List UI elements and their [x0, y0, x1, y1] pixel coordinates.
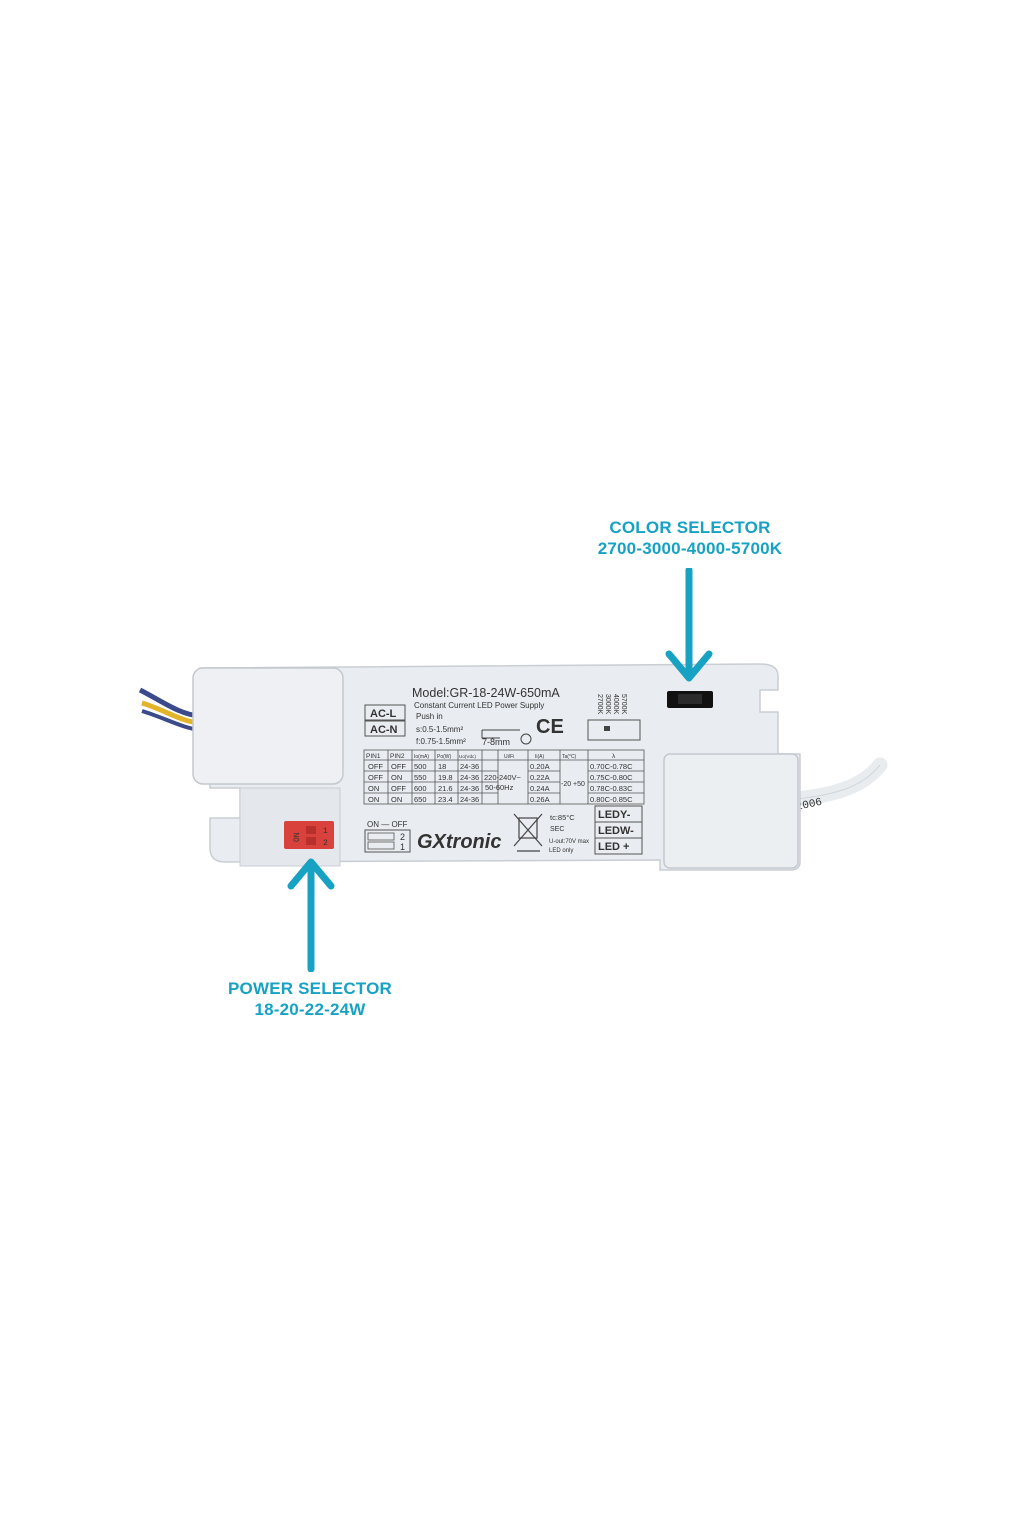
th-po: Po(W)	[437, 754, 452, 760]
r4-po: 23.4	[438, 795, 453, 804]
dip-label-on: ON	[293, 832, 302, 842]
color-selector-values: 2700-3000-4000-5700K	[597, 539, 783, 558]
switch-on-off: ON — OFF	[367, 820, 408, 829]
th-lambda: λ	[612, 753, 616, 760]
enec-icon	[520, 733, 532, 745]
output-cable	[782, 757, 888, 808]
switch-legend-1: 1	[400, 842, 405, 852]
r1-io: 500	[414, 762, 427, 771]
up-arrow-icon	[287, 858, 335, 972]
tc-rating: tc:85°C	[550, 813, 575, 822]
weee-icon	[513, 813, 543, 852]
r1-uo: 24-36	[460, 762, 479, 771]
driver-housing	[192, 663, 801, 871]
push-in: Push in	[416, 712, 443, 721]
power-selector-callout: POWER SELECTOR 18-20-22-24W	[200, 978, 420, 1020]
power-selector-title: POWER SELECTOR	[227, 979, 392, 998]
r3-pin1: ON	[368, 784, 379, 793]
input-wires	[138, 687, 201, 732]
r3-uo: 24-36	[460, 784, 479, 793]
cct-2700: 2700K	[596, 694, 603, 715]
r2-pf: 0.75C-0.80C	[590, 773, 633, 782]
r3-io: 600	[414, 784, 427, 793]
power-dip-switch[interactable]: ON 1 2	[284, 821, 334, 849]
r3-pin2: OFF	[391, 784, 406, 793]
r1-pin2: OFF	[391, 762, 406, 771]
r2-po: 19.8	[438, 773, 453, 782]
r1-pf: 0.70C-0.78C	[590, 762, 633, 771]
led-only: LED only	[549, 848, 573, 854]
cct-4000: 4000K	[612, 694, 619, 715]
r2-pin2: ON	[391, 773, 402, 782]
r1-ii: 0.20A	[530, 762, 550, 771]
brand-logo: GXtronic	[417, 831, 501, 853]
cable-print: 2006	[795, 797, 823, 814]
th-uifi: Ui/Fi	[504, 754, 514, 760]
power-selector-values: 18-20-22-24W	[254, 1000, 366, 1019]
r2-pin1: OFF	[368, 773, 383, 782]
output-led-plus: LED +	[598, 841, 629, 853]
ac-l: AC-L	[370, 708, 397, 720]
subtitle-text: Constant Current LED Power Supply	[414, 701, 544, 710]
r4-pin2: ON	[391, 795, 402, 804]
r4-pin1: ON	[368, 795, 379, 804]
th-pin1: PIN1	[366, 753, 381, 760]
model-text: Model:GR-18-24W-650mA	[412, 686, 560, 700]
th-io: Io(mA)	[414, 754, 429, 760]
input-voltage: 220-240V~	[484, 773, 522, 782]
down-arrow-icon	[665, 568, 713, 682]
r1-pin1: OFF	[368, 762, 383, 771]
strip-length: 7-8mm	[482, 737, 510, 747]
dip-label-1: 1	[323, 827, 328, 836]
cct-3000: 3000K	[604, 694, 611, 715]
r4-io: 650	[414, 795, 427, 804]
spec-table	[363, 749, 645, 805]
product-label: Model:GR-18-24W-650mA Constant Current L…	[363, 686, 645, 855]
wire-solid: s:0.5-1.5mm²	[416, 725, 463, 734]
color-selector-callout: COLOR SELECTOR 2700-3000-4000-5700K	[570, 517, 810, 559]
dip-label-2: 2	[323, 839, 328, 848]
ce-mark: CE	[536, 716, 564, 738]
th-ii: Ii(A)	[535, 754, 545, 760]
r2-io: 550	[414, 773, 427, 782]
output-ledw: LEDW-	[598, 825, 634, 837]
th-ta: Ta(°C)	[562, 754, 577, 760]
ac-n: AC-N	[370, 724, 398, 736]
th-pin2: PIN2	[390, 753, 405, 760]
cct-5700: 5700K	[620, 694, 627, 715]
r4-pf: 0.80C-0.85C	[590, 795, 633, 804]
r4-uo: 24-36	[460, 795, 479, 804]
switch-legend-2: 2	[400, 832, 405, 842]
r3-po: 21.6	[438, 784, 453, 793]
r2-ii: 0.22A	[530, 773, 550, 782]
r3-ii: 0.24A	[530, 784, 550, 793]
strip-icon	[481, 729, 520, 739]
ambient-range: -20 +50	[561, 781, 585, 788]
uout-label: U-out:70V max	[549, 839, 589, 845]
th-uo: Uo(Vdc)	[459, 754, 476, 759]
r4-ii: 0.26A	[530, 795, 550, 804]
r1-po: 18	[438, 762, 446, 771]
r3-pf: 0.78C-0.83C	[590, 784, 633, 793]
color-selector-title: COLOR SELECTOR	[609, 518, 771, 537]
wire-flex: f:0.75-1.5mm²	[416, 737, 466, 746]
sec-label: SEC	[550, 826, 564, 833]
r2-uo: 24-36	[460, 773, 479, 782]
output-ledy: LEDY-	[598, 809, 631, 821]
cct-diagram	[587, 719, 641, 741]
input-frequency: 50-60Hz	[485, 783, 514, 792]
